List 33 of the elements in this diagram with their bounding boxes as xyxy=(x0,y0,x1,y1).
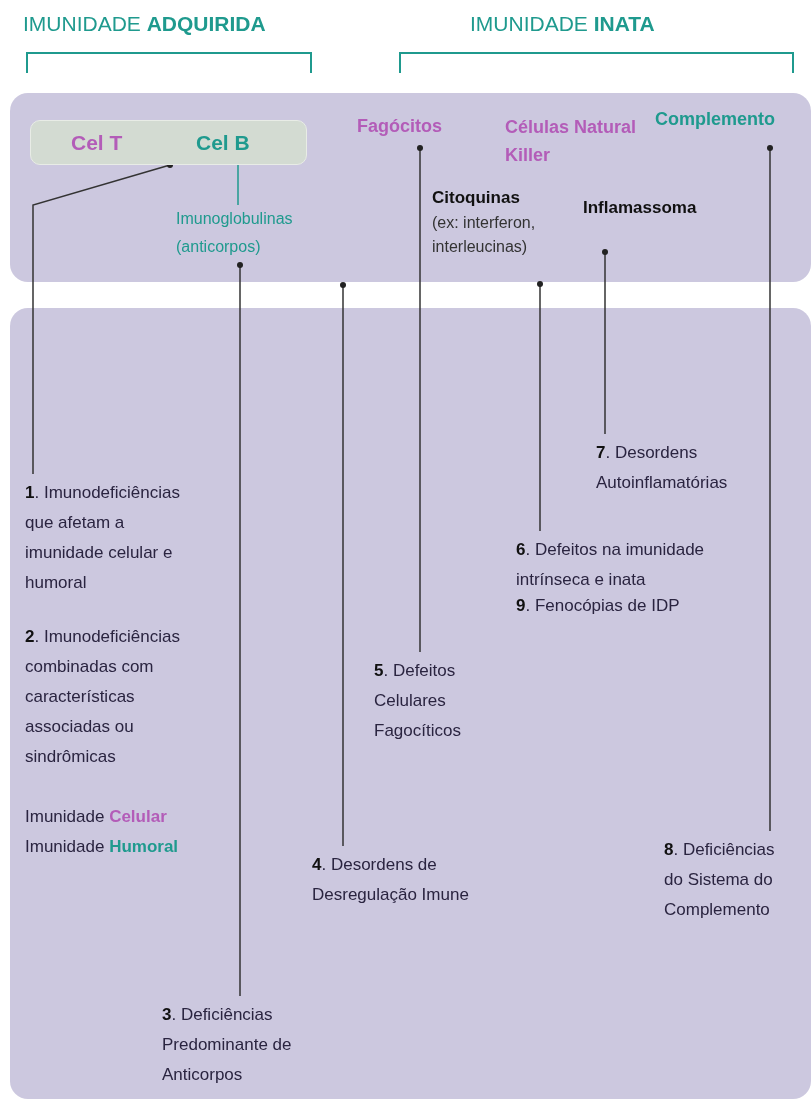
legend-text: Imunidade Humoral xyxy=(25,836,180,858)
connector-line xyxy=(237,164,239,206)
category-text: 3. Deficiências Predominante de Anticorpos xyxy=(162,996,292,1090)
category-text: 6. Defeitos na imunidade intrínseca e inata xyxy=(516,531,781,595)
panel-background xyxy=(10,93,811,282)
nk-cell-label: Células Natural Killer xyxy=(505,113,655,169)
complement-label: Complemento xyxy=(655,107,811,131)
category-text: 9. Fenocópias de IDP xyxy=(516,595,681,617)
connector-line xyxy=(237,262,243,997)
connector-line xyxy=(602,249,608,435)
connector-line xyxy=(767,145,773,832)
antibody-label: Imunoglobulinas (anticorpos) xyxy=(176,205,326,261)
cell-type-label: Cel T xyxy=(71,131,123,155)
category-text: 4. Desordens de Desregulação Imune xyxy=(312,846,542,910)
connector-line xyxy=(32,162,173,475)
category-text: 7. Desordens Autoinflamatórias xyxy=(596,434,776,498)
cytokine-examples: (ex: interferon, interleucinas) xyxy=(432,213,537,257)
section-heading: IMUNIDADE INATA xyxy=(470,12,656,36)
phagocyte-label: Fagócitos xyxy=(357,114,477,138)
category-text: 2. Imunodeficiências combinadas com características associadas ou sindrômicas xyxy=(25,626,181,768)
panel-background xyxy=(10,308,811,1099)
cytokine-label: Citoquinas xyxy=(432,187,521,209)
legend-text: Imunidade Celular xyxy=(25,806,168,828)
inflammasome-label: Inflamassoma xyxy=(583,196,753,220)
connector-line xyxy=(417,145,423,653)
section-heading: IMUNIDADE ADQUIRIDA xyxy=(23,12,267,36)
category-text: 8. Deficiências do Sistema do Complemento xyxy=(664,831,789,925)
connector-line xyxy=(537,281,543,532)
connector-line xyxy=(340,282,346,847)
cell-type-label: Cel B xyxy=(196,131,250,155)
category-text: 1. Imunodeficiências que afetam a imunidade celular e humoral xyxy=(25,474,205,598)
cell-group-box xyxy=(30,120,307,165)
category-text: 5. Defeitos Celulares Fagocíticos xyxy=(374,652,504,746)
